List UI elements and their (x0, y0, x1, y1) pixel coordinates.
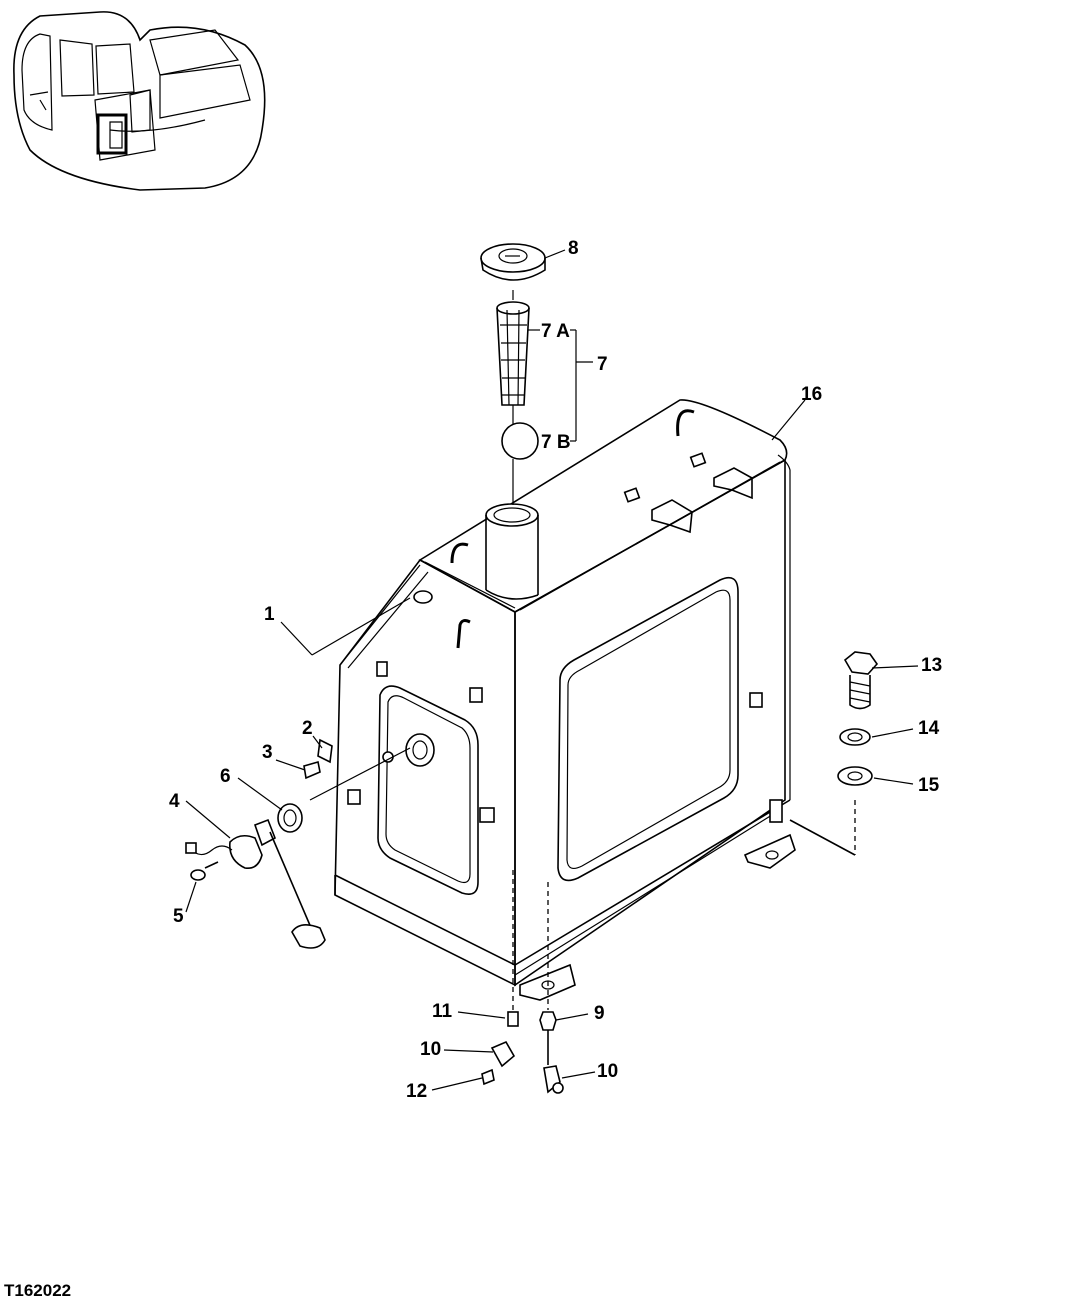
callout-11: 11 (432, 1001, 453, 1022)
callout-3: 3 (262, 742, 273, 763)
callout-1: 1 (264, 604, 275, 625)
callout-13: 13 (921, 655, 942, 676)
hydraulic-tank (334, 399, 796, 1001)
callout-2: 2 (302, 718, 313, 739)
callout-6: 6 (220, 766, 231, 787)
callout-9: 9 (594, 1003, 605, 1024)
callout-8: 8 (568, 238, 579, 259)
callout-10-right: 10 (597, 1061, 618, 1082)
machine-locator-view (13, 11, 266, 191)
level-sensor-parts (185, 738, 411, 949)
callout-7a: 7 A (541, 321, 570, 342)
callout-15: 15 (918, 775, 940, 796)
strainer-assembly (480, 243, 546, 505)
callout-7b: 7 B (541, 432, 571, 453)
callout-10-left: 10 (420, 1039, 441, 1060)
figure-id: T162022 (4, 1281, 71, 1300)
callout-14: 14 (918, 718, 940, 739)
callout-12: 12 (406, 1081, 427, 1102)
callout-4: 4 (169, 791, 180, 812)
mounting-hardware (789, 651, 879, 856)
callout-labels: 1 2 3 4 5 6 7 7 A 7 B 8 9 10 10 11 12 13… (169, 238, 942, 1102)
callout-5: 5 (173, 906, 184, 927)
leader-lines (185, 249, 919, 1091)
callout-16: 16 (801, 384, 822, 405)
callout-7: 7 (597, 354, 608, 375)
drain-fittings (481, 870, 564, 1094)
